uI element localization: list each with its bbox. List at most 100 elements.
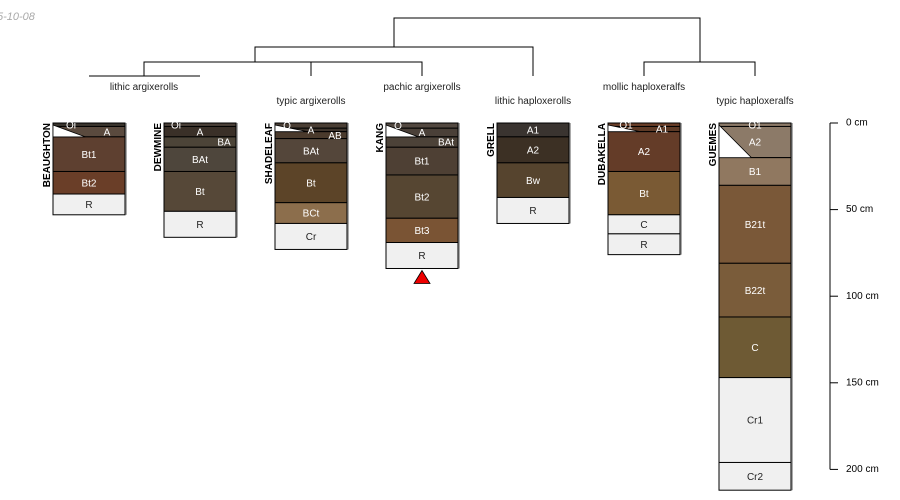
taxon-label: pachic argixerolls xyxy=(383,82,460,93)
tick-label: 200 cm xyxy=(846,464,879,475)
horizon-label: C xyxy=(640,220,647,231)
irregular-boundary xyxy=(607,124,641,133)
horizon-label: Bt xyxy=(639,189,649,200)
horizon xyxy=(496,162,570,198)
irregular-boundary xyxy=(385,124,419,138)
horizon xyxy=(385,174,459,219)
dendrogram-branch xyxy=(254,46,534,76)
profile-name: KANG xyxy=(375,123,386,153)
horizon xyxy=(496,196,570,224)
taxon-label: mollic haploxeralfs xyxy=(603,82,685,93)
horizon-label: BAt xyxy=(192,155,208,166)
horizon xyxy=(718,184,792,264)
horizon xyxy=(52,136,126,172)
horizon-label: A xyxy=(104,127,111,138)
horizon-label: C xyxy=(751,343,758,354)
profile-shadow xyxy=(458,123,460,269)
horizon-label: Bt xyxy=(195,187,205,198)
horizon-label: Bt xyxy=(306,178,316,189)
horizon-label: BAt xyxy=(303,146,319,157)
taxon-label: lithic argixerolls xyxy=(110,82,178,93)
horizon-label: A xyxy=(419,128,426,139)
horizon-label: Bw xyxy=(526,176,541,187)
horizon-label: Oi xyxy=(66,120,76,131)
horizon xyxy=(607,131,681,172)
horizon-label: Bt2 xyxy=(81,178,96,189)
profile-shadow xyxy=(569,123,571,224)
horizon-label: R xyxy=(85,200,92,211)
tick-label: 50 cm xyxy=(846,204,873,215)
horizon-label: A xyxy=(308,126,315,137)
horizon-label: O1 xyxy=(619,120,633,131)
taxon-label: typic haploxeralfs xyxy=(716,96,793,107)
profile-shadow xyxy=(347,123,349,250)
horizon-label: B21t xyxy=(745,220,766,231)
horizon xyxy=(274,138,348,164)
dendrogram xyxy=(89,17,756,77)
horizon xyxy=(52,122,126,127)
bottom-marker-icon xyxy=(413,269,431,284)
horizon-label: Bt1 xyxy=(81,150,96,161)
horizon-label: BCt xyxy=(303,209,320,220)
horizon-label: A2 xyxy=(527,145,540,156)
horizon-label: AB xyxy=(328,131,342,142)
profile-name: BEAUGHTON xyxy=(42,123,53,187)
profile-name: GUEMES xyxy=(708,123,719,167)
horizon-label: A1 xyxy=(527,126,540,137)
horizon xyxy=(496,136,570,164)
irregular-boundary xyxy=(52,124,86,138)
profile-shadow xyxy=(680,123,682,255)
horizon-label: A2 xyxy=(638,147,651,158)
irregular-boundary xyxy=(274,124,308,133)
profile-shadow xyxy=(791,123,793,491)
irregular-boundary xyxy=(718,124,753,159)
horizon-label: Cr2 xyxy=(747,472,764,483)
profile-shadow xyxy=(236,123,238,238)
horizon xyxy=(718,157,792,186)
horizon-label: A1 xyxy=(656,125,669,136)
tick-label: 100 cm xyxy=(846,291,879,302)
horizon-label: Bt2 xyxy=(414,192,429,203)
horizon-label: R xyxy=(196,220,203,231)
profile-name: GRELL xyxy=(486,123,497,157)
horizon-label: Bt1 xyxy=(414,157,429,168)
horizon-label: Oi xyxy=(171,120,181,131)
horizon-label: O1 xyxy=(748,120,762,131)
horizon-label: BA xyxy=(217,138,231,149)
horizon xyxy=(718,262,792,318)
tick-label: 150 cm xyxy=(846,377,879,388)
horizon xyxy=(274,222,348,250)
horizon-label: Cr xyxy=(306,232,317,243)
horizon-label: R xyxy=(640,240,647,251)
horizon-label: O xyxy=(394,121,402,132)
horizon-label: O xyxy=(283,121,291,132)
dendrogram-branch xyxy=(643,61,756,76)
horizon-label: Bt3 xyxy=(414,226,429,237)
profile-name: DEWMINE xyxy=(153,123,164,172)
horizon-label: BAt xyxy=(438,138,454,149)
horizon-label: A xyxy=(197,127,204,138)
horizon xyxy=(718,316,792,379)
horizon xyxy=(385,217,459,244)
horizon-label: Cr1 xyxy=(747,416,764,427)
dendrogram-branch xyxy=(393,17,701,62)
profile-name: SHADELEAF xyxy=(264,123,275,184)
horizon-label: B1 xyxy=(749,167,762,178)
horizon-label: B22t xyxy=(745,286,766,297)
taxon-label: lithic haploxerolls xyxy=(495,96,571,107)
horizon-label: R xyxy=(529,206,536,217)
horizon-label: A2 xyxy=(749,138,762,149)
profile-shadow xyxy=(125,123,127,215)
dendrogram-branch xyxy=(143,61,423,76)
date-label: 5-10-08 xyxy=(0,11,36,23)
profile-name: DUBAKELLA xyxy=(597,123,608,185)
